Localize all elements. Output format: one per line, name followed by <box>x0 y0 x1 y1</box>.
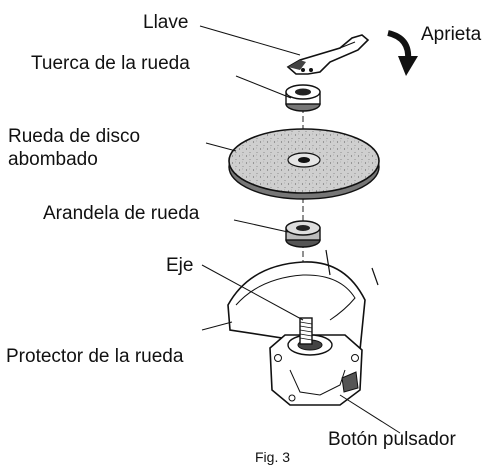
wheel-guard <box>227 249 379 351</box>
label-washer: Arandela de rueda <box>43 203 200 224</box>
label-tighten: Aprieta <box>421 24 482 45</box>
label-wheel-line2: abombado <box>8 149 98 170</box>
label-shaft: Eje <box>166 255 194 276</box>
figure-caption: Fig. 3 <box>255 449 291 465</box>
leader-guard <box>201 321 233 331</box>
spindle <box>299 317 313 345</box>
grinder-head <box>269 334 363 406</box>
leader-wrench <box>199 25 301 56</box>
leader-lines <box>199 25 401 434</box>
label-push-button: Botón pulsador <box>328 429 456 450</box>
leader-wheel-nut <box>235 75 292 99</box>
wrench <box>286 34 370 75</box>
depressed-center-wheel <box>228 128 380 200</box>
label-guard: Protector de la rueda <box>6 346 184 367</box>
label-wrench: Llave <box>143 12 189 33</box>
tighten-arrow <box>387 30 418 76</box>
label-wheel-line1: Rueda de disco <box>8 126 141 147</box>
leader-washer <box>233 219 289 233</box>
label-wheel-nut: Tuerca de la rueda <box>31 53 190 74</box>
wheel-washer <box>285 220 321 248</box>
leader-shaft <box>201 264 304 321</box>
leader-push-button <box>339 394 401 434</box>
wheel-nut <box>285 84 321 112</box>
leader-wheel <box>205 142 237 152</box>
